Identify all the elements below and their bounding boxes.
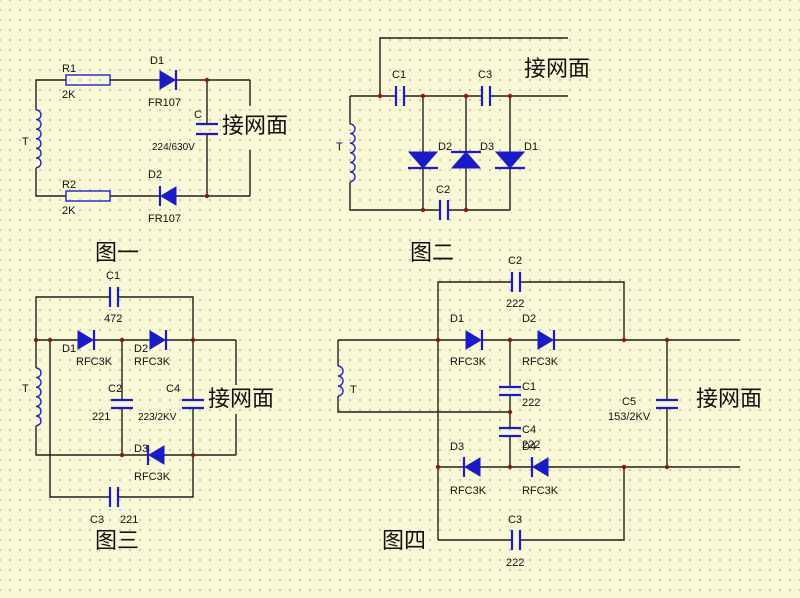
diode-d2 bbox=[160, 186, 177, 206]
c3-name: C3 bbox=[478, 69, 492, 81]
fig2-caption: 图二 bbox=[410, 240, 454, 265]
c2-name: C2 bbox=[436, 184, 450, 196]
d2-type: RFC3K bbox=[134, 356, 171, 368]
d3-name: D3 bbox=[480, 141, 494, 153]
c4-value: 223/2KV bbox=[138, 412, 177, 423]
fig1-caption: 图一 bbox=[95, 240, 139, 265]
d1-type: RFC3K bbox=[76, 356, 113, 368]
fig4-caption: 图四 bbox=[382, 528, 426, 553]
diode-d1 bbox=[159, 70, 176, 90]
r2-value: 2K bbox=[62, 205, 76, 217]
d1-type: FR107 bbox=[148, 97, 181, 109]
diode-d2 bbox=[407, 151, 439, 169]
resistor-r2 bbox=[65, 190, 111, 202]
c2-name: C2 bbox=[508, 255, 522, 267]
d2-name: D2 bbox=[148, 169, 162, 181]
c1-name: C1 bbox=[106, 270, 120, 282]
fig2-output-label: 接网面 bbox=[524, 56, 590, 81]
capacitor-c2 bbox=[510, 272, 522, 292]
c5-value: 153/2KV bbox=[608, 411, 651, 423]
d4-name: D4 bbox=[522, 441, 536, 453]
transformer-label: T bbox=[22, 136, 29, 148]
r2-name: R2 bbox=[62, 179, 76, 191]
c4-name: C4 bbox=[522, 424, 536, 436]
fig3-caption: 图三 bbox=[95, 528, 139, 553]
transformer-coil bbox=[349, 123, 356, 183]
d1-name: D1 bbox=[150, 55, 164, 67]
d2-name: D2 bbox=[522, 313, 536, 325]
d2-name: D2 bbox=[438, 141, 452, 153]
c3-value: 222 bbox=[506, 557, 524, 569]
c1-name: C1 bbox=[392, 69, 406, 81]
capacitor-c4 bbox=[499, 426, 521, 438]
figure-3: T C1 472 C3 221 C2 221 C4 223/2KV bbox=[22, 270, 274, 553]
transformer-label: T bbox=[350, 384, 357, 396]
d2-type: RFC3K bbox=[522, 356, 559, 368]
fig3-output-label: 接网面 bbox=[208, 386, 274, 411]
capacitor-c3 bbox=[510, 530, 522, 550]
c2-value: 221 bbox=[92, 411, 110, 423]
d3-type: RFC3K bbox=[450, 485, 487, 497]
d1-name: D1 bbox=[62, 343, 76, 355]
diode-d3 bbox=[450, 151, 482, 169]
d2-type: FR107 bbox=[148, 213, 181, 225]
transformer-label: T bbox=[22, 383, 29, 395]
d1-type: RFC3K bbox=[450, 356, 487, 368]
fig1-output-label: 接网面 bbox=[222, 113, 288, 138]
c2-name: C2 bbox=[108, 383, 122, 395]
d1-name: D1 bbox=[524, 141, 538, 153]
capacitor-c4 bbox=[182, 398, 204, 410]
c1-value: 222 bbox=[522, 397, 540, 409]
capacitor-c2 bbox=[111, 398, 133, 410]
diode-d2 bbox=[537, 330, 554, 350]
c5-name: C5 bbox=[622, 396, 636, 408]
c1-value: 472 bbox=[104, 313, 122, 325]
transformer-label: T bbox=[336, 141, 343, 153]
d2-name: D2 bbox=[134, 343, 148, 355]
diode-d4 bbox=[532, 457, 549, 477]
figure-1: T R1 2K R2 2K D1 FR107 D2 FR107 C 224/63… bbox=[22, 55, 288, 265]
transformer-coil bbox=[337, 365, 344, 397]
diode-d1 bbox=[77, 330, 94, 350]
r1-value: 2K bbox=[62, 89, 76, 101]
figure-4: T C2 222 C3 222 C1 222 C4 222 bbox=[337, 255, 762, 569]
capacitor-c1 bbox=[108, 287, 120, 307]
diode-d1 bbox=[465, 330, 482, 350]
capacitor-c3 bbox=[108, 487, 120, 507]
d4-type: RFC3K bbox=[522, 485, 559, 497]
c3-value: 221 bbox=[120, 514, 138, 526]
r1-name: R1 bbox=[62, 63, 76, 75]
capacitor-c2 bbox=[438, 200, 450, 220]
capacitor-c3 bbox=[480, 86, 492, 106]
d1-name: D1 bbox=[450, 313, 464, 325]
c2-value: 222 bbox=[506, 298, 524, 310]
c1-name: C1 bbox=[522, 381, 536, 393]
capacitor-c1 bbox=[394, 86, 406, 106]
figure-2: T C1 C3 C2 D2 D3 D1 bbox=[336, 37, 590, 265]
d3-type: RFC3K bbox=[134, 471, 171, 483]
transformer-coil bbox=[35, 367, 42, 427]
c-value: 224/630V bbox=[152, 142, 195, 153]
c4-name: C4 bbox=[166, 383, 180, 395]
c3-name: C3 bbox=[90, 514, 104, 526]
transformer-coil bbox=[35, 109, 42, 169]
diode-d3 bbox=[148, 445, 165, 465]
diode-d2 bbox=[149, 330, 166, 350]
capacitor-c bbox=[196, 122, 218, 136]
c3-name: C3 bbox=[508, 514, 522, 526]
capacitor-c5 bbox=[656, 398, 678, 410]
fig4-output-label: 接网面 bbox=[696, 386, 762, 411]
resistor-r1 bbox=[65, 74, 111, 86]
diode-d3 bbox=[464, 457, 481, 477]
d3-name: D3 bbox=[134, 443, 148, 455]
capacitor-c1 bbox=[499, 385, 521, 397]
c4-value: 222 bbox=[522, 439, 540, 451]
diode-d1 bbox=[494, 151, 526, 169]
d3-name: D3 bbox=[450, 441, 464, 453]
c-name: C bbox=[194, 109, 202, 121]
